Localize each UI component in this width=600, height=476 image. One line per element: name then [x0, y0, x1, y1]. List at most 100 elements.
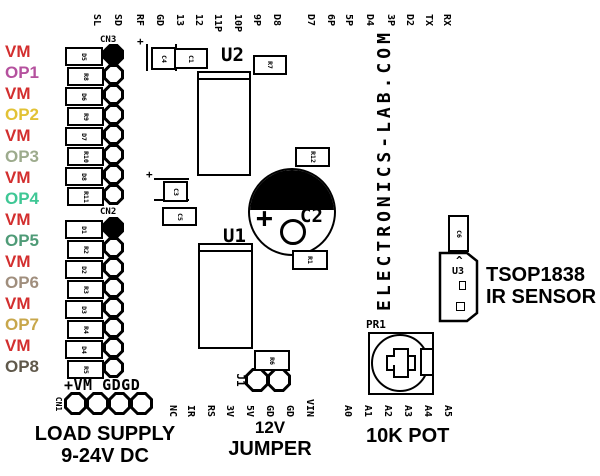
cn1-pad-1 [64, 392, 87, 415]
channel-label-op8-15: OP8 [5, 357, 40, 376]
component-ref-r2: R2 [81, 245, 90, 254]
channel-label-vm-2: VM [5, 84, 31, 103]
capacitor-c3-label: C3 [171, 187, 180, 196]
component-ref-r1: R1 [305, 256, 314, 264]
pad-hole [106, 280, 121, 295]
pad-hole [67, 395, 84, 412]
ic-outline-u1 [198, 243, 253, 349]
capacitor-c2-vent-circle [280, 219, 306, 245]
top-pin-10p: 10P [232, 14, 243, 33]
pot-notch [420, 348, 434, 376]
caption-load-supply: LOAD SUPPLY 9-24V DC [30, 423, 180, 467]
component-r10: R10 [67, 147, 104, 166]
pad-hole [106, 167, 121, 182]
capacitor-c4-label: C4 [159, 54, 168, 63]
component-d6: D6 [65, 87, 103, 106]
top-pin-tx: TX [423, 14, 434, 27]
pad-hole [270, 371, 288, 389]
component-ref-d3: D3 [79, 305, 88, 314]
pad-hole [133, 395, 150, 412]
component-ref-d2: D2 [79, 265, 88, 274]
component-c1: C1 [174, 48, 208, 69]
channel-label-vm-14: VM [5, 336, 31, 355]
bottom-pin-vin: VIN [304, 398, 315, 417]
component-r8: R8 [67, 67, 104, 86]
cn3-pad-6 [103, 144, 124, 165]
component-ref-r12: R12 [308, 151, 317, 163]
caption-12v: 12V [254, 418, 286, 437]
component-r2: R2 [67, 240, 104, 259]
channel-label-op4-7: OP4 [5, 189, 40, 208]
component-r3: R3 [67, 280, 104, 299]
top-pin-d8: D8 [271, 14, 282, 27]
capacitor-c3-plate [154, 178, 189, 180]
channel-label-op5-9: OP5 [5, 231, 40, 250]
bottom-pin-ir: IR [185, 404, 196, 417]
caption-ir-sensor-line2: IR SENSOR [486, 286, 597, 308]
connector-label-cn2: CN2 [100, 207, 117, 217]
channel-label-vm-6: VM [5, 168, 31, 187]
channel-label-vm-10: VM [5, 252, 31, 271]
cn2-pad-2 [103, 237, 124, 258]
bottom-pin-a0: A0 [342, 404, 353, 417]
cn2-pad-3 [103, 257, 124, 278]
component-r9: R9 [67, 107, 104, 126]
top-pin-5p: 5P [343, 14, 354, 27]
cn1-pad-3 [108, 392, 131, 415]
cn3-pad-5 [103, 124, 124, 145]
component-ref-r5: R5 [81, 365, 90, 374]
cn1-pad-4 [130, 392, 153, 415]
top-pin-6p: 6P [325, 14, 336, 27]
capacitor-c2-polarity-band [250, 170, 334, 210]
component-ref-r9: R9 [81, 112, 90, 121]
cn2-pad-7 [103, 337, 124, 358]
component-d3: D3 [65, 300, 103, 319]
capacitor-c2-label: C2 [300, 205, 323, 227]
pot-wiper-center [392, 357, 406, 365]
top-pin-11p: 11P [212, 14, 223, 33]
capacitor-c2-plus-mark: + [256, 201, 273, 234]
top-pin-d4: D4 [364, 14, 375, 27]
connector-label-cn1: CN1 [54, 396, 63, 412]
component-ref-c5: C5 [175, 212, 184, 221]
ic-notch-line [200, 250, 251, 252]
capacitor-c3-outline: C3 [163, 181, 188, 202]
pad-hole [111, 395, 128, 412]
component-r6: R6 [254, 350, 290, 371]
connector-label-cn3: CN3 [100, 35, 117, 45]
bottom-pin-rs: RS [205, 404, 216, 417]
cn3-pad-1 [103, 44, 124, 65]
cn1-pad-2 [86, 392, 109, 415]
top-pin-rf: RF [134, 14, 145, 27]
cn3-pad-8 [103, 184, 124, 205]
ic-notch-line [199, 78, 249, 80]
ic-label-u1: U1 [223, 225, 246, 247]
capacitor-c4-plus-mark: + [137, 35, 144, 48]
caption-load-supply-line2: 9-24V DC [61, 445, 149, 467]
pad-hole [106, 87, 121, 102]
component-r11: R11 [67, 187, 104, 206]
channel-label-op3-5: OP3 [5, 147, 40, 166]
pad-hole [106, 240, 121, 255]
caption-12v-jumper: 12V JUMPER [225, 418, 315, 460]
bottom-pin-nc: NC [167, 404, 178, 417]
ic-outline-u2 [197, 71, 251, 176]
ir-sensor-mark [456, 302, 465, 311]
caption-jumper: JUMPER [228, 437, 312, 460]
pad-hole [89, 395, 106, 412]
top-pin-3p: 3P [385, 14, 396, 27]
component-ref-r10: R10 [81, 150, 90, 163]
ic-label-u2: U2 [221, 44, 244, 66]
pad-hole [106, 260, 121, 275]
channel-label-vm-0: VM [5, 42, 31, 61]
cn2-pad-8 [103, 357, 124, 378]
ir-sensor-label-u3: U3 [452, 266, 465, 277]
capacitor-c3-plus-mark: + [146, 168, 153, 181]
component-r7: R7 [253, 55, 287, 75]
cn3-pad-4 [103, 104, 124, 125]
component-d2: D2 [65, 260, 103, 279]
caption-ir-sensor: TSOP1838 IR SENSOR [486, 264, 596, 308]
component-ref-d1: D1 [79, 225, 88, 234]
component-r4: R4 [67, 320, 104, 339]
